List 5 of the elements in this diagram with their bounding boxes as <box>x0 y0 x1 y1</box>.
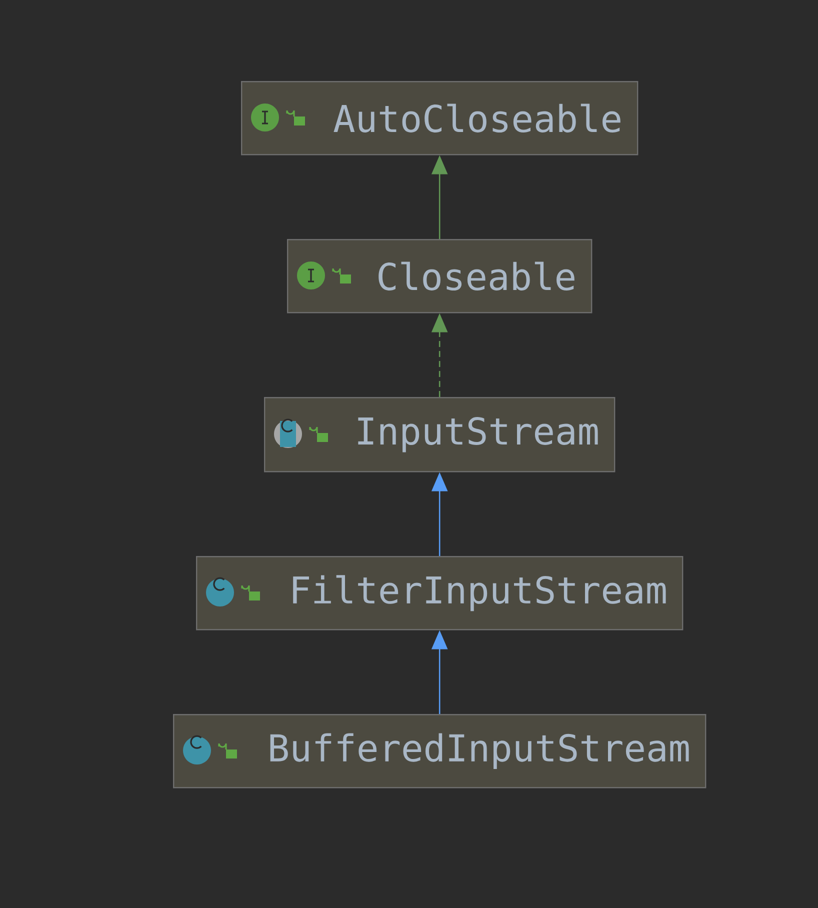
class-box: AutoCloseable <box>241 81 638 156</box>
class-box: BufferedInputStream <box>173 714 706 788</box>
class-box: InputStream <box>264 397 616 472</box>
class-box: FilterInputStream <box>196 556 684 630</box>
class-box: Closeable <box>287 239 592 314</box>
